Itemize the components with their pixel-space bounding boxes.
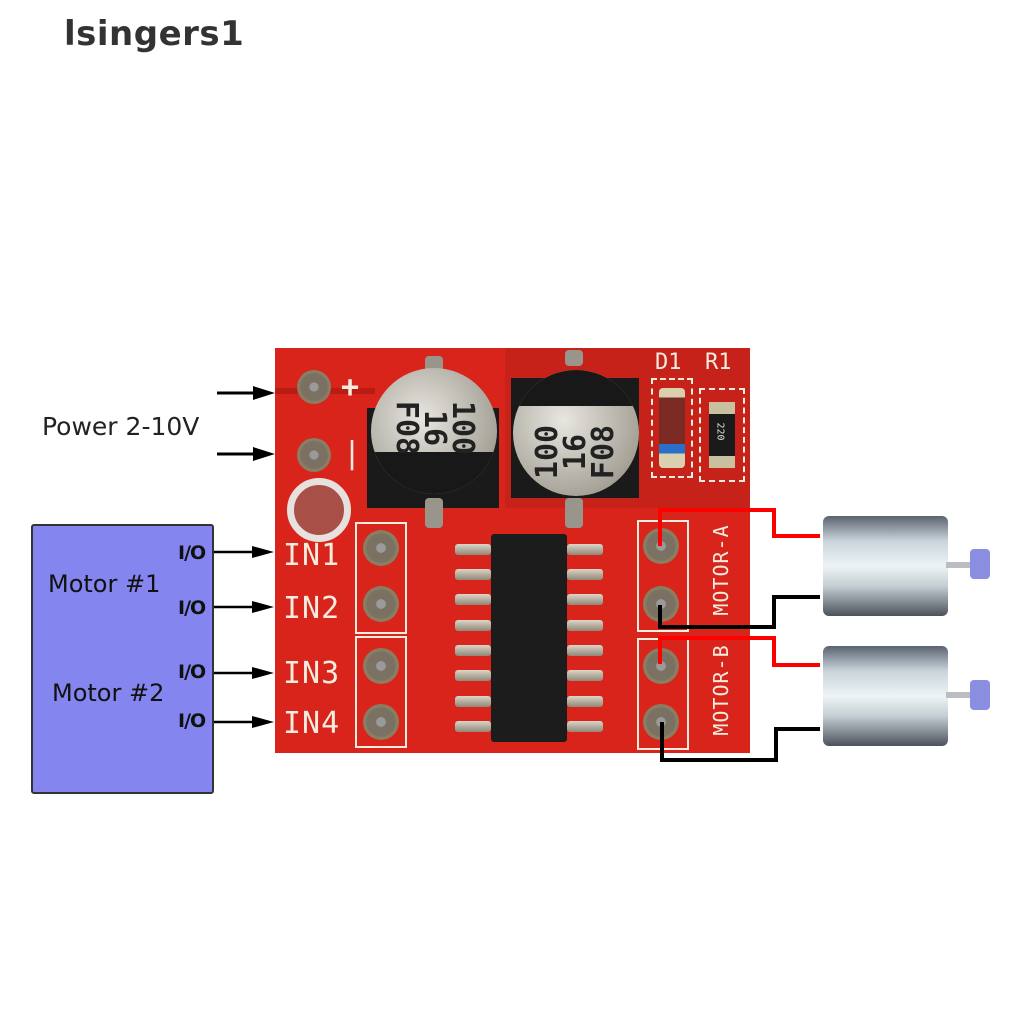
in1-pad <box>363 530 399 566</box>
io-label-1: I/O <box>178 542 206 564</box>
resistor-code: 220 <box>714 422 726 441</box>
power-label: Power 2-10V <box>42 412 200 441</box>
motor-a-silk: MOTOR-A <box>709 524 733 616</box>
capacitor-1: 100 16 F08 <box>371 368 497 494</box>
capacitor-1-voltage: 16 <box>417 409 452 447</box>
d1-silk: D1 <box>655 350 682 375</box>
in3-pad <box>363 648 399 684</box>
io-arrows <box>214 546 274 728</box>
motor-a-knob <box>970 549 990 579</box>
driver-ic <box>491 534 567 742</box>
capacitor-2-code: F08 <box>586 424 621 480</box>
r1-outline <box>699 388 745 482</box>
in3-label: IN3 <box>283 656 341 691</box>
io-arrow-in1 <box>214 546 274 558</box>
motor2-label: Motor #2 <box>52 679 165 707</box>
motor-b-silk: MOTOR-B <box>709 644 733 736</box>
r1-silk: R1 <box>705 350 732 375</box>
in1-label: IN1 <box>283 538 341 573</box>
d1-outline <box>651 378 693 478</box>
in2-pad <box>363 586 399 622</box>
plus-silk: + <box>341 370 360 405</box>
motor-b-shaft <box>946 692 972 698</box>
motor-b-knob <box>970 680 990 710</box>
resistor-r1: 220 <box>709 402 735 468</box>
in4-label: IN4 <box>283 706 341 741</box>
power-minus-arrow <box>217 447 275 461</box>
motor-driver-board: + | 100 16 F08 100 16 F08 D1 R1 220 <box>275 348 750 753</box>
motor-b <box>823 646 948 746</box>
diode-d1 <box>659 388 685 468</box>
motor-b-pad-2 <box>643 704 679 740</box>
io-arrow-in2 <box>214 601 274 613</box>
io-label-2: I/O <box>178 597 206 619</box>
motor-b-pad-1 <box>643 648 679 684</box>
in12-outline <box>355 522 407 634</box>
power-arrows <box>217 386 275 461</box>
capacitor-1-value: 100 <box>445 400 480 456</box>
in34-outline <box>355 636 407 748</box>
motor-a-pad-2 <box>643 586 679 622</box>
capacitor-2: 100 16 F08 <box>513 370 639 496</box>
in2-label: IN2 <box>283 591 341 626</box>
io-label-3: I/O <box>178 661 206 683</box>
motor-a <box>823 516 948 616</box>
power-plus-arrow <box>217 386 275 400</box>
io-label-4: I/O <box>178 710 206 732</box>
io-arrow-in3 <box>214 667 274 679</box>
in4-pad <box>363 704 399 740</box>
io-arrow-in4 <box>214 716 274 728</box>
microcontroller-block <box>31 524 214 794</box>
power-minus-pad <box>297 438 331 472</box>
motor1-label: Motor #1 <box>48 570 161 598</box>
power-plus-pad <box>297 370 331 404</box>
mounting-hole <box>287 478 351 542</box>
motor-a-pad-1 <box>643 528 679 564</box>
minus-silk: | <box>343 436 362 471</box>
motor-a-shaft <box>946 562 972 568</box>
seller-watermark: lsingers1 <box>64 14 245 54</box>
capacitor-1-code: F08 <box>389 400 424 456</box>
